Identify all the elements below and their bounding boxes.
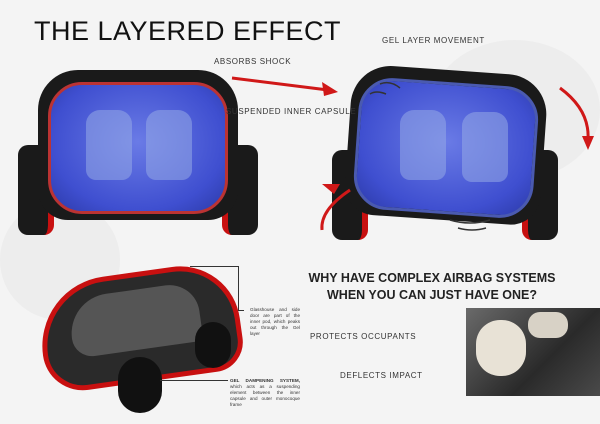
leader-line	[238, 266, 239, 310]
airbag-photo	[466, 308, 600, 396]
label-suspended-inner-capsule: SUSPENDED INNER CAPSULE	[226, 107, 357, 116]
annotation-gel-text: which acts as a suspending element betwe…	[230, 384, 300, 407]
label-absorbs-shock: ABSORBS SHOCK	[214, 57, 292, 66]
pod-diagram-static	[18, 70, 258, 250]
motion-arrows-icon	[320, 81, 594, 231]
annotation-gel-dampening: GEL DAMPENING SYSTEM, which acts as a su…	[230, 378, 300, 408]
annotation-glasshouse: Glasshouse and side door are part of the…	[250, 307, 300, 336]
label-protects-occupants: PROTECTS OCCUPANTS	[310, 332, 417, 341]
headline-question: WHY HAVE COMPLEX AIRBAG SYSTEMS WHEN YOU…	[282, 270, 582, 304]
leader-line	[190, 266, 238, 267]
pod-diagram-moving	[322, 63, 562, 250]
leader-line	[160, 380, 228, 381]
annotation-gel-title: GEL DAMPENING SYSTEM,	[230, 378, 300, 383]
leader-line	[238, 310, 244, 311]
question-line-2: WHEN YOU CAN JUST HAVE ONE?	[327, 288, 537, 302]
question-line-1: WHY HAVE COMPLEX AIRBAG SYSTEMS	[308, 271, 556, 285]
car-render	[30, 258, 250, 422]
label-deflects-impact: DEFLECTS IMPACT	[340, 371, 423, 380]
arrow-right-icon	[231, 76, 338, 96]
label-gel-layer-movement: GEL LAYER MOVEMENT	[382, 36, 485, 45]
page-title: THE LAYERED EFFECT	[34, 16, 342, 46]
